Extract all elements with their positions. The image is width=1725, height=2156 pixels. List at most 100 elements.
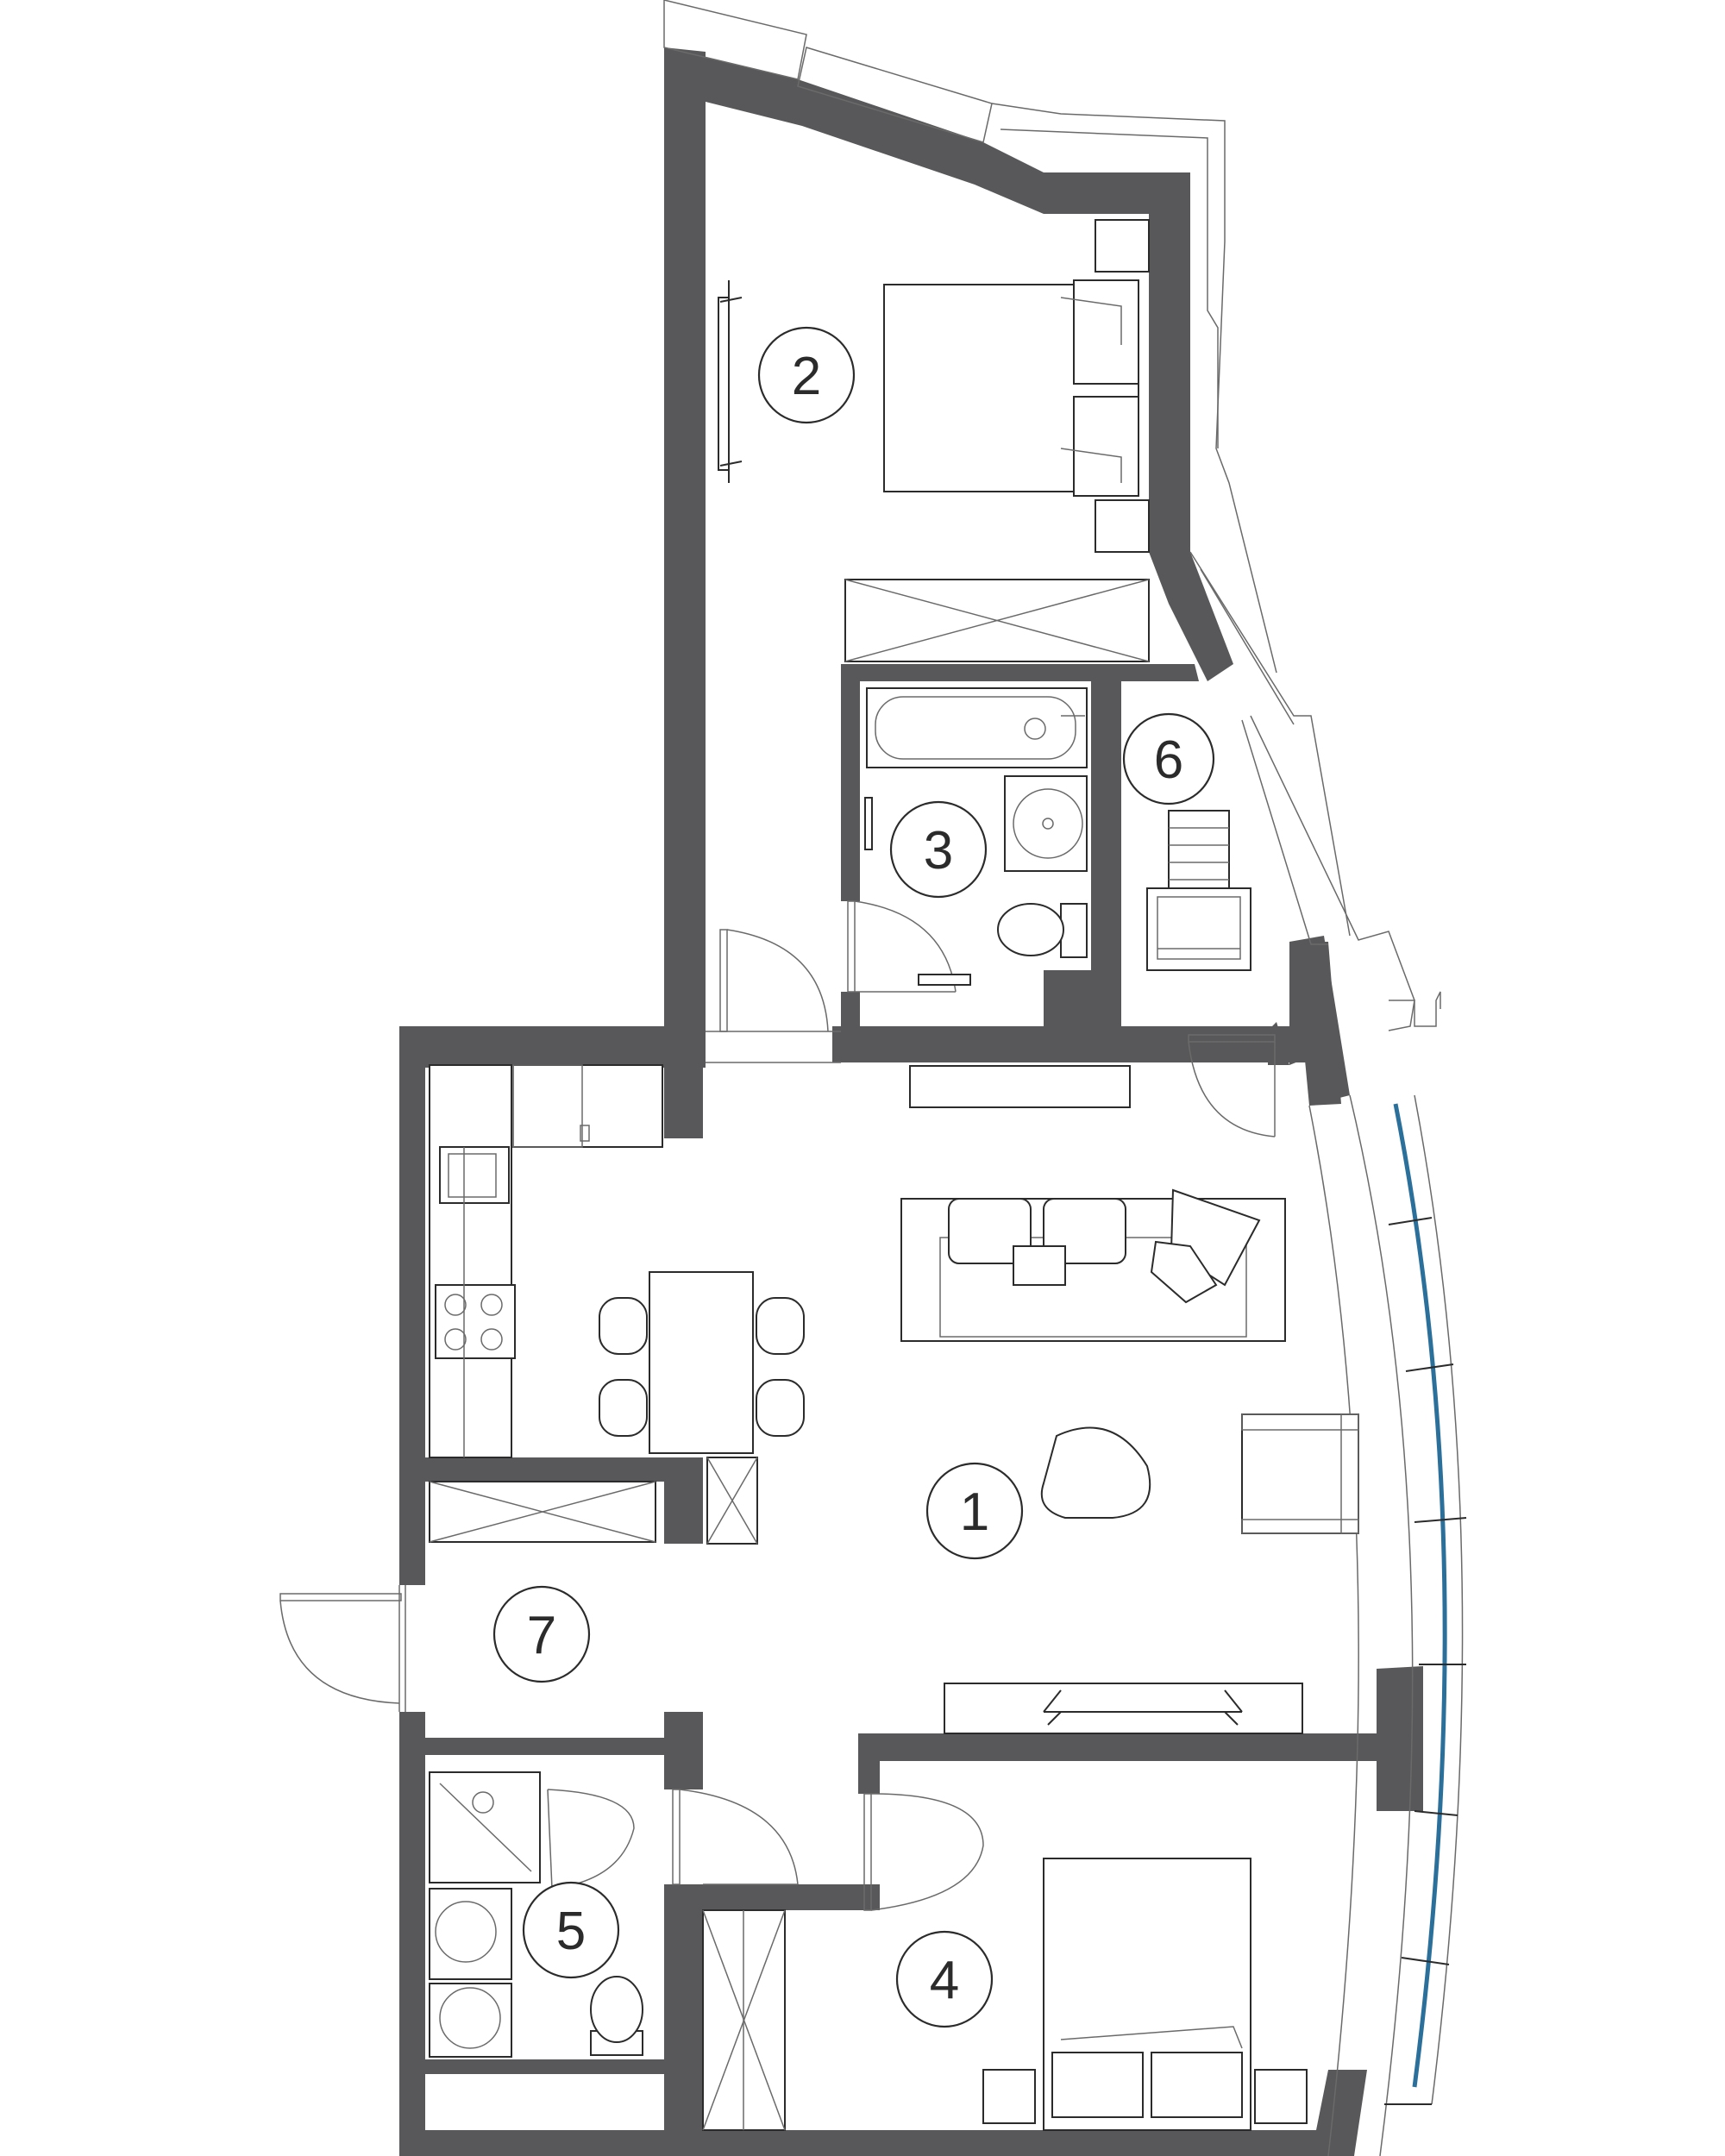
bedroom2-pillow-2 xyxy=(1073,396,1139,497)
door-bath5-inner xyxy=(547,1789,635,1890)
kitchen-counter-side xyxy=(429,1064,512,1458)
wall-bath5-north xyxy=(399,1738,699,1755)
wall-bath3-east xyxy=(1091,664,1121,1039)
facade-inner-curve xyxy=(1308,1105,1359,2156)
walls xyxy=(399,47,1423,2156)
wall-east-diagonal xyxy=(1149,552,1233,681)
door-shaft6-leaf xyxy=(1188,1034,1276,1043)
wall-bath3-north xyxy=(841,664,1128,681)
door-shaft6-swing xyxy=(1188,1041,1276,1138)
bedroom2-nightstand-2 xyxy=(1095,499,1150,553)
window-north-frame-inner xyxy=(1000,128,1219,448)
bath5-sink xyxy=(435,1901,497,1963)
bedroom4-pillow-2 xyxy=(1151,2052,1243,2118)
bath5-vanity xyxy=(429,1888,512,1980)
bath5-shower-drain xyxy=(472,1791,494,1814)
dining-chair-1 xyxy=(599,1297,648,1355)
bedroom2-rail-hook-1 xyxy=(719,297,743,303)
kitchen-burner-4 xyxy=(480,1328,503,1351)
window-east-diag-2 xyxy=(1200,568,1295,725)
mullion-1 xyxy=(1388,1217,1433,1225)
wall-bath3-west xyxy=(841,664,860,901)
kitchen-fridge-handle xyxy=(580,1125,590,1142)
kitchen-burner-3 xyxy=(444,1328,467,1351)
door-entry-swing xyxy=(279,1600,400,1704)
room-label-4-text: 4 xyxy=(930,1951,959,2010)
living-tv-console xyxy=(909,1065,1131,1108)
bath3-toilet-tank xyxy=(1060,903,1088,958)
door-bedroom4-leaf xyxy=(863,1793,872,1911)
living-armchair xyxy=(1241,1413,1359,1534)
pillar-east-1 xyxy=(1289,936,1350,1104)
dining-table xyxy=(649,1271,754,1454)
living-bench xyxy=(944,1683,1303,1734)
hall-shelf-x2 xyxy=(706,1457,758,1545)
wall-bedroom4-north xyxy=(858,1733,1380,1794)
room-label-1-text: 1 xyxy=(960,1482,989,1542)
bath3-tub xyxy=(866,687,1088,768)
room-label-2-text: 2 xyxy=(792,347,821,406)
window-east-diag-4 xyxy=(1250,715,1415,1031)
kitchen-burner-2 xyxy=(480,1294,503,1316)
door-bath5-swing xyxy=(679,1789,799,1885)
shaft6-base-inner xyxy=(1157,896,1241,960)
wall-shaft6-north xyxy=(1121,664,1199,681)
facade-outer-curve xyxy=(1349,1094,1414,2156)
window-north-2 xyxy=(797,47,993,143)
living-sofa-cushion-1 xyxy=(948,1198,1032,1264)
bath3-towel-rail xyxy=(864,797,873,850)
window-north-frame xyxy=(991,103,1277,674)
living-sofa-throw-2 xyxy=(1150,1240,1218,1304)
living-bench-leg-2 xyxy=(1047,1711,1062,1726)
wall-bath5-east xyxy=(664,1884,703,2156)
window-east-diag-3 xyxy=(1241,719,1328,945)
bedroom4-blanket xyxy=(1060,2026,1243,2049)
mullion-2 xyxy=(1405,1363,1454,1372)
bath3-tub-inner xyxy=(875,696,1076,760)
living-bench-leg-3 xyxy=(1224,1689,1243,1713)
wall-bedroom4-corridor xyxy=(703,1884,880,1910)
living-armchair-base xyxy=(1241,1519,1359,1534)
wall-east-upper xyxy=(1149,172,1190,552)
wall-bath5-shelf xyxy=(425,2059,664,2074)
room-label-7-text: 7 xyxy=(527,1606,556,1665)
room-label-3-text: 3 xyxy=(924,821,953,881)
bath3-mat xyxy=(918,974,971,986)
shaft6-base xyxy=(1146,887,1251,971)
mullion-3 xyxy=(1414,1517,1467,1523)
room-label-5: 5 xyxy=(522,1881,620,1979)
wall-hall-north xyxy=(399,1457,703,1544)
window-north-1 xyxy=(663,0,807,80)
door-bedroom4-swing xyxy=(870,1793,984,1911)
bedroom2-coat-rail xyxy=(718,297,730,471)
mullion-5 xyxy=(1414,1810,1458,1816)
room-label-6-text: 6 xyxy=(1154,730,1183,790)
kitchen-sink-bowl xyxy=(448,1153,497,1198)
kitchen-fridge xyxy=(512,1064,583,1148)
facade-outer-curve-2 xyxy=(1414,1094,1464,2105)
glazing-curve xyxy=(1393,1103,1447,2088)
room-label-1: 1 xyxy=(925,1462,1024,1560)
kitchen-burner-1 xyxy=(444,1294,467,1316)
balcony-step xyxy=(1389,991,1441,1027)
bath5-toilet-bowl xyxy=(590,1976,643,2043)
door-bath3-leaf xyxy=(847,900,856,993)
shaft6-ladder xyxy=(1168,810,1230,898)
dining-chair-3 xyxy=(756,1297,805,1355)
door-bath5-leaf xyxy=(672,1789,681,1885)
bedroom2-blanket-2 xyxy=(1060,448,1122,483)
bedroom2-nightstand-1 xyxy=(1095,219,1150,273)
wall-south xyxy=(399,2130,1346,2156)
wall-living-north-left xyxy=(399,1026,706,1068)
bath3-tub-drain xyxy=(1024,718,1046,740)
bedroom2-rail-hook-2 xyxy=(719,461,743,467)
bath5-washer xyxy=(429,1983,512,2058)
room-labels: 2 3 6 1 7 5 4 xyxy=(492,326,1215,2028)
wall-entry-west-low xyxy=(399,1712,425,2156)
door-entry-leaf xyxy=(279,1593,402,1601)
bedroom4-nightstand-2 xyxy=(1254,2069,1308,2124)
bedroom4-pillow-1 xyxy=(1051,2052,1144,2118)
wall-bedroom2-west xyxy=(664,47,706,1026)
dining-chair-2 xyxy=(599,1379,648,1437)
